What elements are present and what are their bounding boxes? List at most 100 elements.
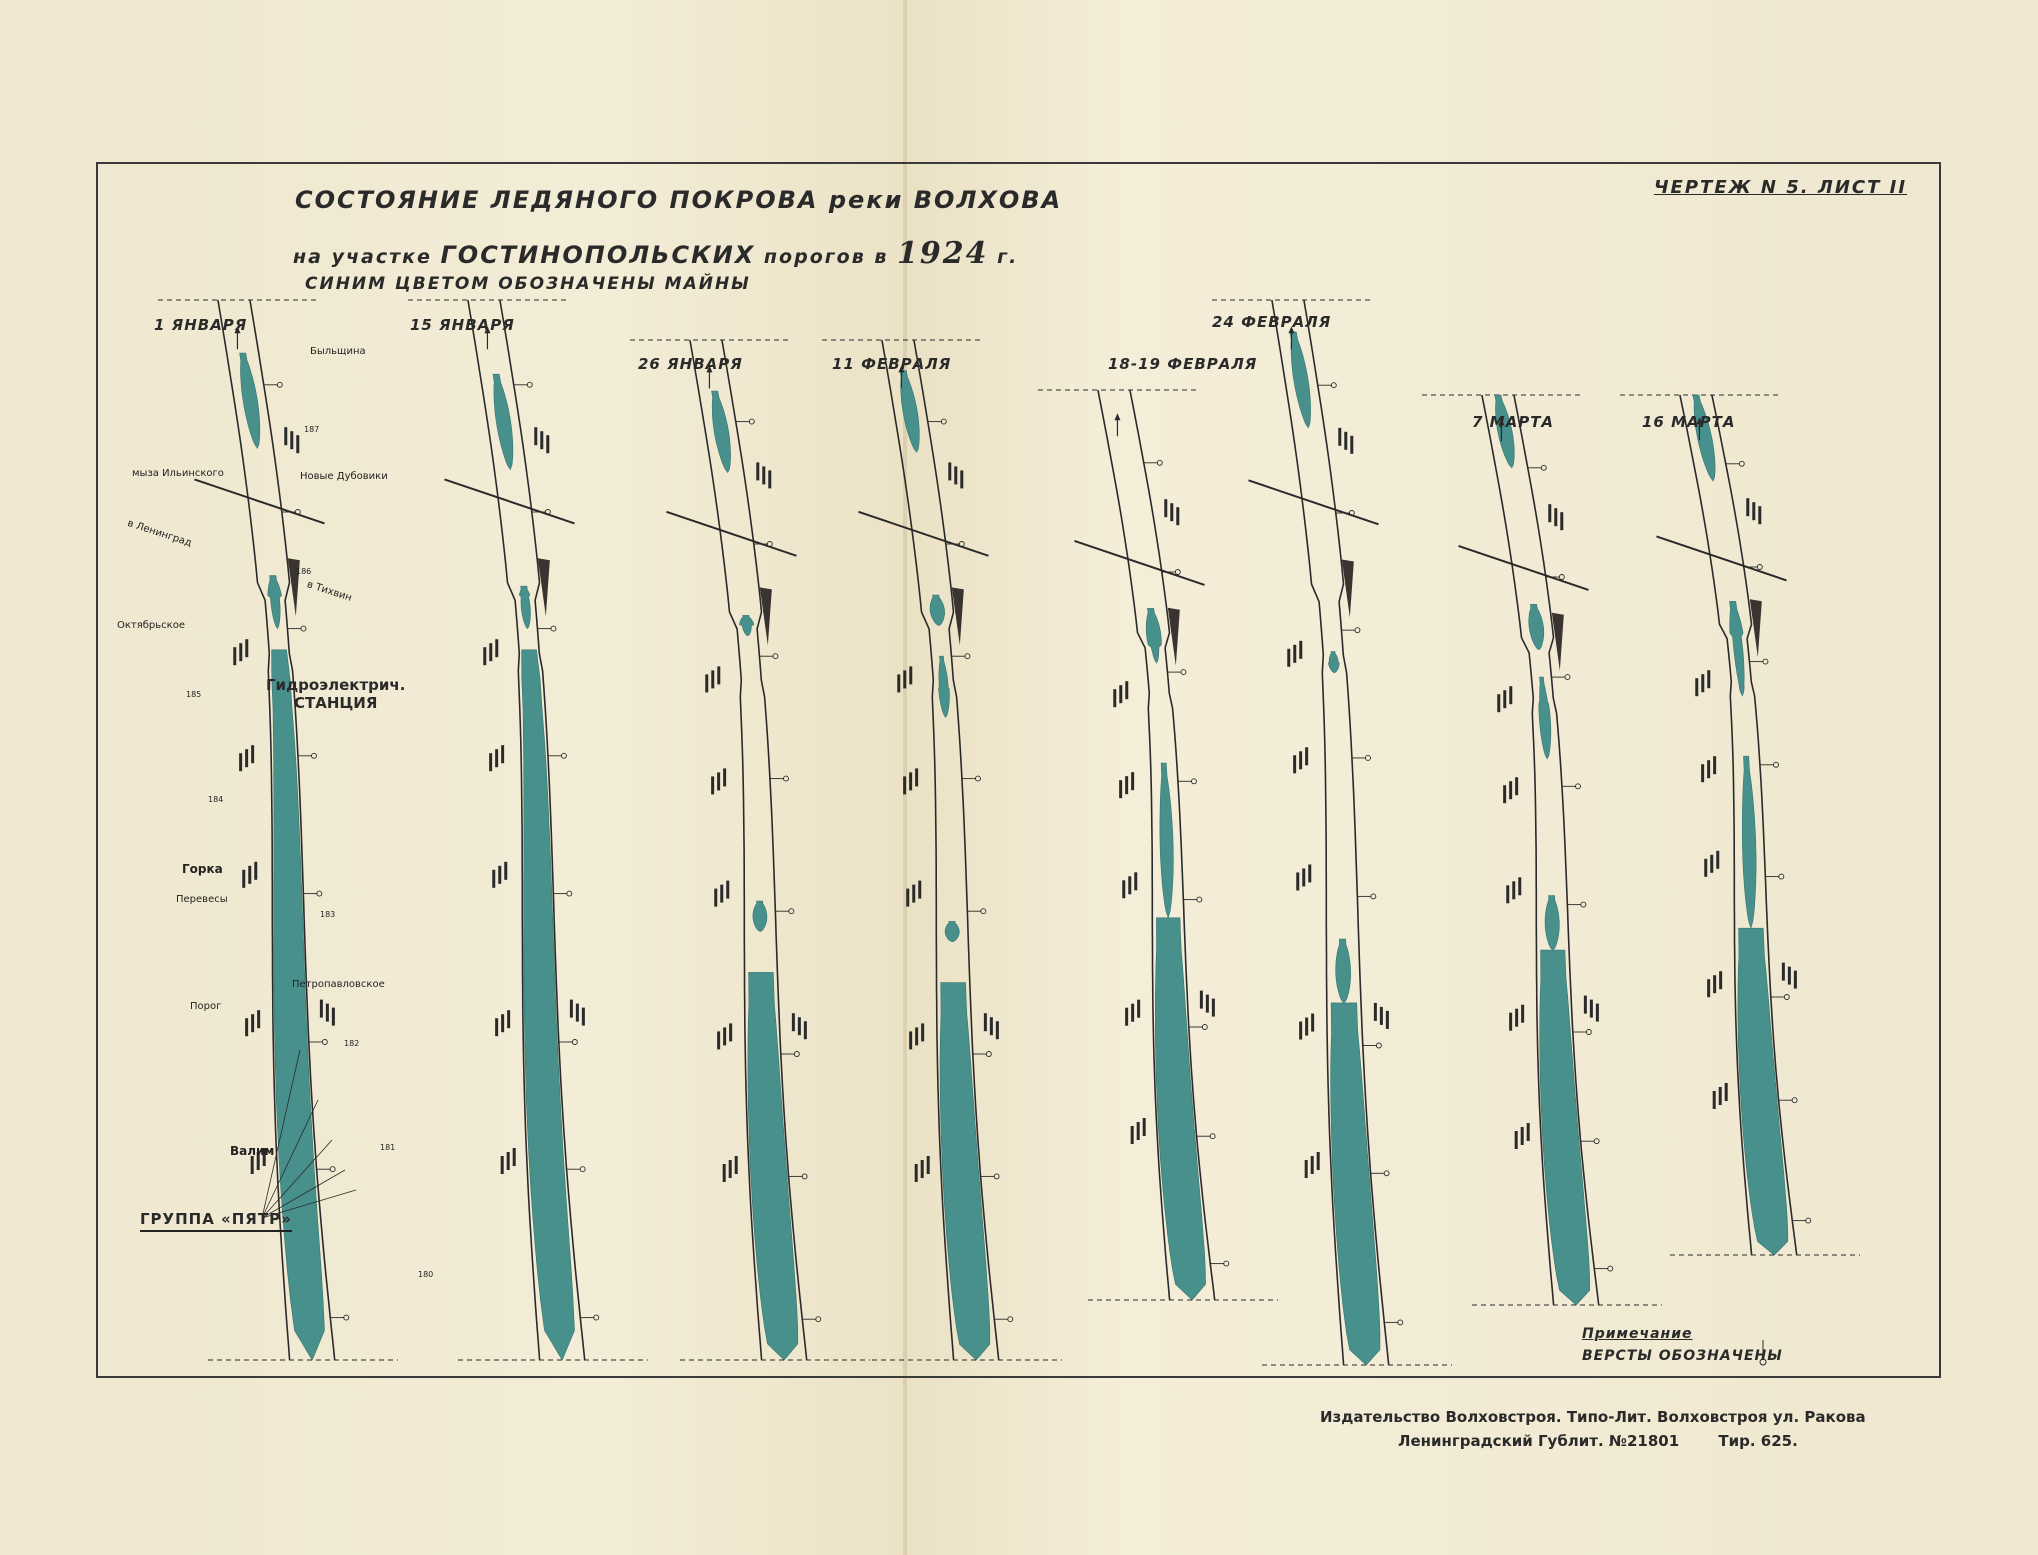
railway-bridge [444,478,575,525]
panel-date-8: 16 МАРТА [1642,413,1736,431]
open-water-area [239,352,261,450]
km-marker [550,625,557,632]
km-marker [1007,1316,1014,1323]
km-marker [748,418,755,425]
note-text: ВЕРСТЫ ОБОЗНАЧЕНЫ [1582,1348,1783,1364]
hydro-station-label: Гидроэлектрич. СТАНЦИЯ [266,676,405,712]
village-block [1503,785,1507,804]
open-water-area [1742,755,1757,930]
village-block [256,1152,260,1170]
km-marker [1354,627,1361,634]
village-block [1305,747,1309,766]
panel-date-2: 15 ЯНВАРЯ [410,316,515,334]
open-water-area [1155,917,1206,1301]
village-block [1512,881,1516,900]
village-block [1718,1087,1722,1105]
panel-date-4: 11 ФЕВРАЛЯ [832,355,952,373]
km-marker [815,1316,822,1323]
railway-bridge [194,478,325,525]
village-block [1701,674,1705,693]
village-block [1385,1010,1389,1029]
village-block [257,1010,261,1029]
village-block [1787,966,1791,985]
subtitle-prefix: на участке [293,246,432,268]
village-block [728,1160,732,1178]
hydro-dam [1341,559,1354,618]
flow-arrow-head [898,365,905,373]
km-marker [1365,755,1371,761]
village-block [948,462,952,481]
village-block [909,772,913,791]
village-block [1338,427,1342,446]
village-block [1373,1002,1377,1021]
km-marker [1223,1260,1230,1267]
village-block [711,776,715,795]
village-block [1137,999,1141,1018]
village-block [1119,685,1123,704]
village-block [1302,868,1306,887]
village-block [1350,435,1354,454]
river-right-bank [1303,299,1390,1366]
village-block [1142,1118,1146,1136]
open-water-area [1159,762,1174,919]
village-block [248,865,252,884]
village-block [1311,1013,1315,1032]
village-block [1506,885,1510,904]
village-block [546,435,550,454]
flow-arrow-head [484,326,491,334]
village-block [723,1027,727,1046]
km-mark: 184 [208,795,224,804]
village-block [983,1013,987,1032]
village-block [1752,502,1756,521]
village-block [920,1160,924,1178]
river-right-bank [721,339,808,1361]
village-block [1205,994,1209,1013]
village-block [1518,877,1522,896]
village-block [768,470,772,489]
village-block [1589,999,1593,1018]
village-block [903,776,907,795]
imprint-line1: Издательство Волховстроя. Типо-Лит. Волх… [1320,1408,1866,1426]
village-block [1113,689,1117,708]
river-left-bank [217,299,291,1361]
village-block [504,861,508,880]
village-block [581,1007,585,1026]
flow-arrow-head [234,326,241,334]
village-block [912,884,916,903]
km-marker [1783,994,1790,1000]
open-water-area [518,585,531,630]
village-block [914,1164,918,1182]
village-block [239,643,243,662]
village-block [918,880,922,899]
village-block [569,999,573,1018]
flow-arrow-head [1696,417,1703,425]
km-marker [1791,1097,1798,1104]
village-block [254,861,258,880]
place-bylshchina: Быльщина [310,346,366,357]
village-block [507,1010,511,1029]
hydro-dam [951,587,964,646]
village-block [489,753,493,772]
village-block [290,431,294,450]
railway-bridge [1074,539,1205,586]
village-block [1710,854,1714,873]
village-block [500,1156,504,1174]
village-block [989,1017,993,1036]
village-block [1293,644,1297,663]
river-left-bank [467,299,541,1361]
village-block [720,884,724,903]
km-marker [1805,1217,1812,1224]
village-block [1583,995,1587,1014]
open-water-area [711,390,731,474]
village-block [1724,1083,1728,1101]
open-water-area [938,655,950,718]
panel-date-3: 26 ЯНВАРЯ [638,355,743,373]
village-block [1509,1012,1513,1031]
village-block [1712,1091,1716,1109]
km-marker [571,1039,578,1045]
place-gorka: Горка [182,862,223,876]
village-block [245,1018,249,1037]
km-mark: 187 [304,425,320,434]
